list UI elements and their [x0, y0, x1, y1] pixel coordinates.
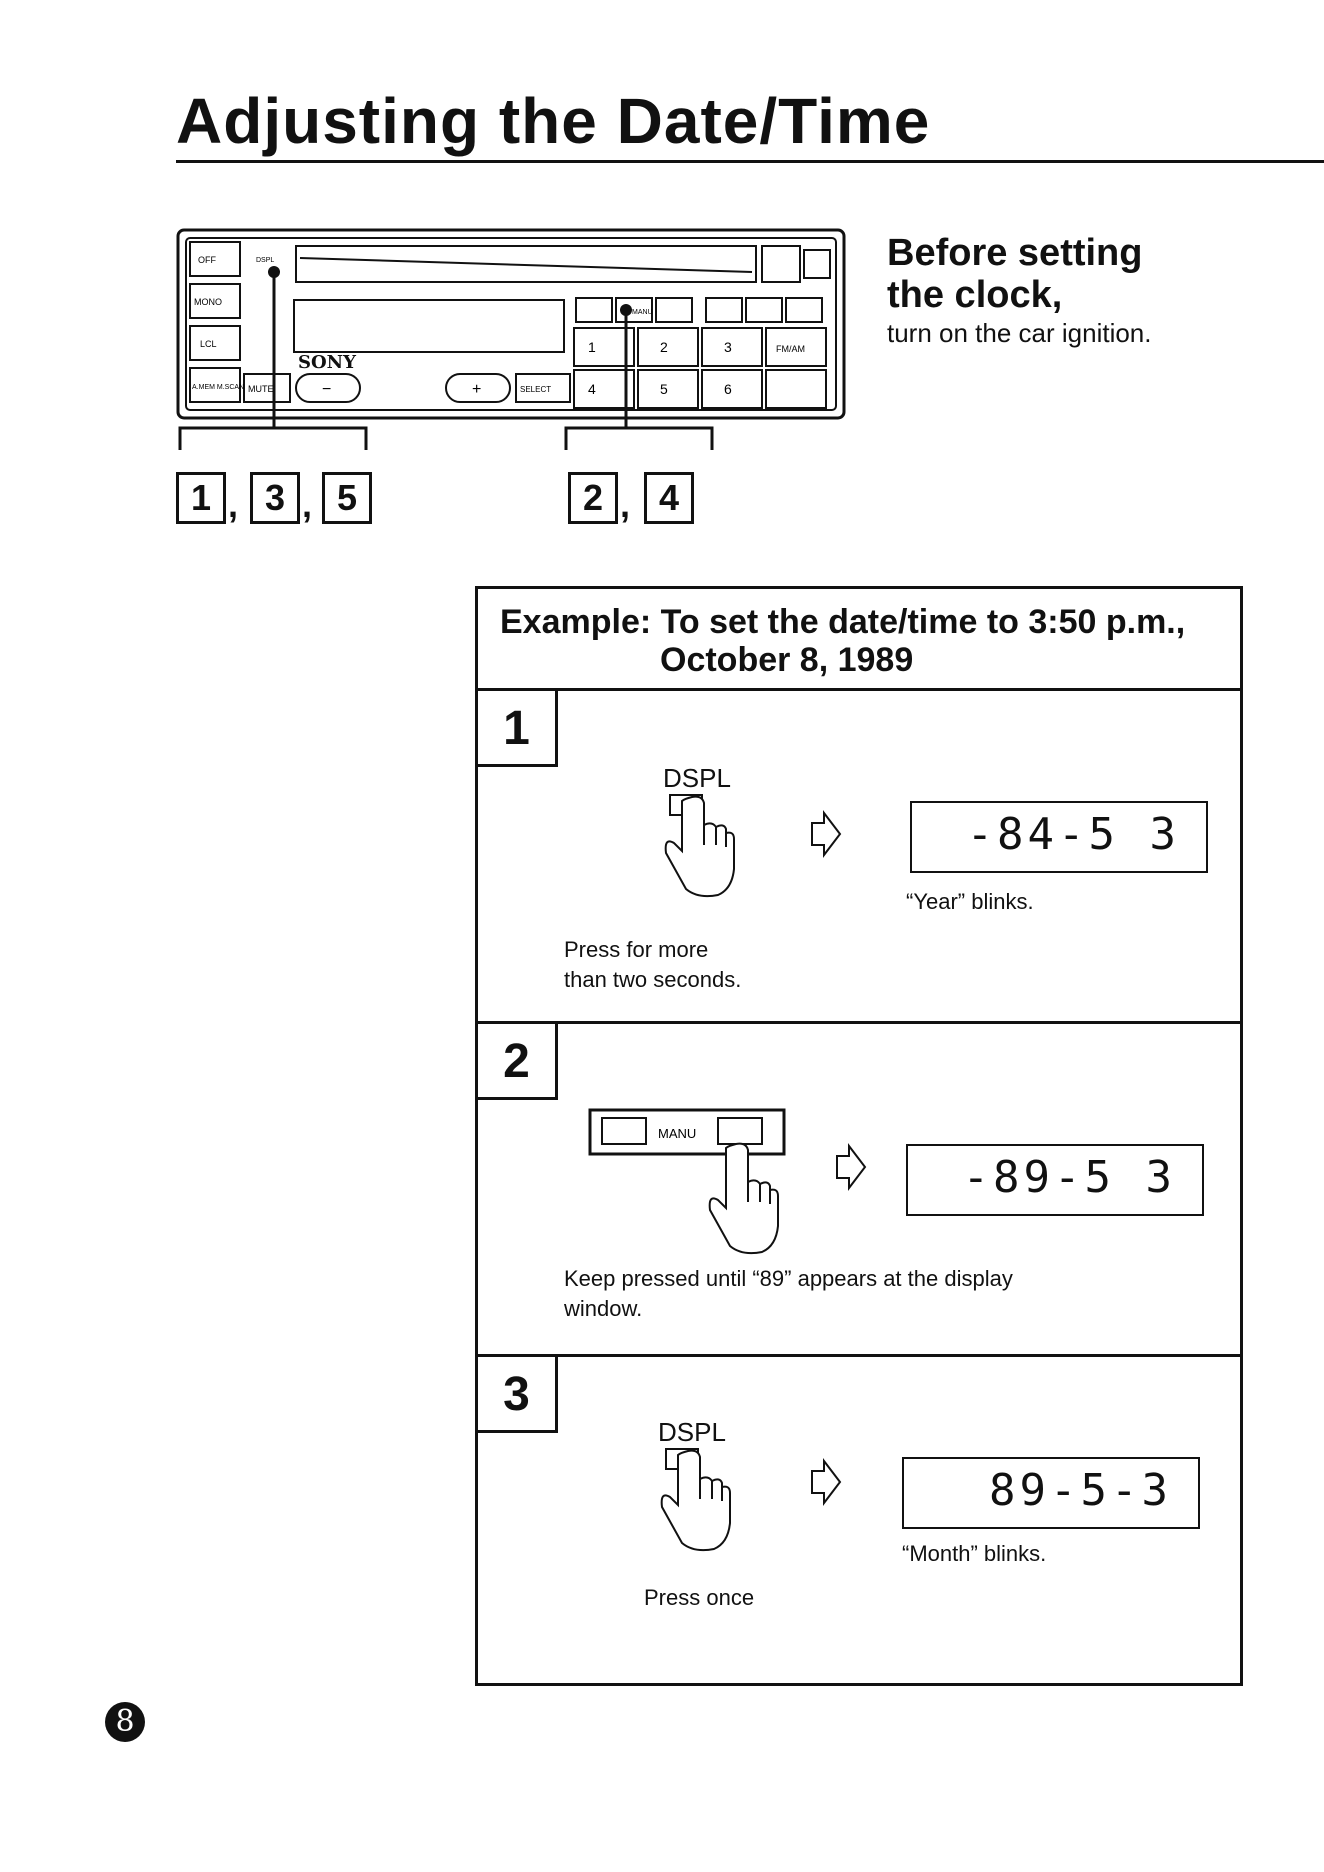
step-number: 3: [478, 1357, 558, 1433]
step-number: 1: [478, 691, 558, 767]
step-number: 2: [478, 1024, 558, 1100]
radio-preset-6: 6: [724, 381, 732, 397]
instruction-line2: than two seconds.: [564, 967, 742, 992]
radio-preset-2: 2: [660, 339, 668, 355]
radio-dspl-label: DSPL: [256, 257, 274, 264]
hand-press-icon: [664, 794, 735, 898]
hand-press-icon: [660, 1448, 731, 1552]
comma: ,: [302, 484, 313, 525]
radio-preset-1: 1: [588, 339, 596, 355]
lcd-text: -84-5 3: [966, 809, 1180, 860]
radio-fmam-label: FM/AM: [776, 344, 805, 354]
callout-step-4: 4: [644, 472, 694, 524]
lcd-display: -89-5 3: [906, 1144, 1204, 1216]
lcd-text: -89-5 3: [962, 1152, 1176, 1203]
lcd-display: 89-5-3: [902, 1457, 1200, 1529]
example-header: Example: To set the date/time to 3:50 p.…: [478, 589, 1240, 691]
instruction: Press once: [644, 1583, 754, 1613]
title-rule: [176, 160, 1324, 163]
radio-mute-label: MUTE: [248, 384, 274, 394]
display-caption: “Year” blinks.: [906, 889, 1034, 914]
lcd-display: -84-5 3: [910, 801, 1208, 873]
radio-plus-label: +: [472, 381, 481, 398]
example-line1: Example: To set the date/time to 3:50 p.…: [500, 603, 1186, 641]
radio-manu-label: MANU: [632, 309, 653, 316]
radio-preset-3: 3: [724, 339, 732, 355]
instruction-line1: Press for more: [564, 937, 709, 962]
instruction: Press for more than two seconds.: [564, 935, 741, 995]
instruction-line1: Keep pressed until “89” appears at the d…: [564, 1266, 1013, 1291]
display-caption: “Month” blinks.: [902, 1541, 1047, 1566]
manu-button-press-icon: MANU: [588, 1108, 786, 1255]
before-heading-line2: the clock,: [887, 274, 1063, 316]
callout-step-2: 2: [568, 472, 618, 524]
radio-preset-4: 4: [588, 381, 596, 397]
callout-step-5: 5: [322, 472, 372, 524]
comma: ,: [228, 484, 239, 525]
callout-step-3: 3: [250, 472, 300, 524]
radio-minus-label: −: [322, 381, 331, 398]
dspl-label: DSPL: [663, 763, 731, 793]
example-box: Example: To set the date/time to 3:50 p.…: [475, 586, 1243, 1686]
before-text: turn on the car ignition.: [887, 318, 1152, 348]
radio-illustration: SONY OFF MONO LCL A.MEM M.SCAN MUTE − + …: [176, 228, 846, 420]
before-heading-line1: Before setting: [887, 232, 1143, 274]
page-title: Adjusting the Date/Time: [176, 85, 931, 157]
step-1: 1 DSPL -84-5 3 “Year” blinks. Press for …: [478, 691, 1240, 1024]
comma: ,: [620, 484, 631, 525]
instruction-line1: Press once: [644, 1585, 755, 1610]
radio-amem-label: A.MEM M.SCAN: [192, 384, 244, 391]
radio-lcl-label: LCL: [200, 339, 217, 349]
instruction-line2: window.: [564, 1296, 643, 1321]
lcd-text: 89-5-3: [989, 1465, 1172, 1516]
radio-brand: SONY: [298, 352, 357, 373]
arrow-right-icon: [811, 1458, 842, 1506]
callout-step-1: 1: [176, 472, 226, 524]
callout-brackets: [178, 420, 714, 450]
page-number: 8: [105, 1702, 145, 1742]
step-2: 2 MANU -89-5 3 Keep pressed until “89” a…: [478, 1024, 1240, 1357]
instruction: Keep pressed until “89” appears at the d…: [564, 1264, 1013, 1324]
radio-select-label: SELECT: [520, 385, 551, 394]
step-3: 3 DSPL 89-5-3 “Month” blinks. Press once: [478, 1357, 1240, 1686]
manu-label: MANU: [658, 1126, 696, 1141]
arrow-right-icon: [811, 810, 842, 858]
before-heading: Before setting the clock,: [887, 232, 1142, 316]
arrow-right-icon: [836, 1143, 867, 1191]
radio-preset-5: 5: [660, 381, 668, 397]
dspl-label: DSPL: [658, 1417, 726, 1447]
example-line2: October 8, 1989: [660, 641, 914, 679]
radio-mono-label: MONO: [194, 297, 222, 307]
radio-off-label: OFF: [198, 255, 216, 265]
